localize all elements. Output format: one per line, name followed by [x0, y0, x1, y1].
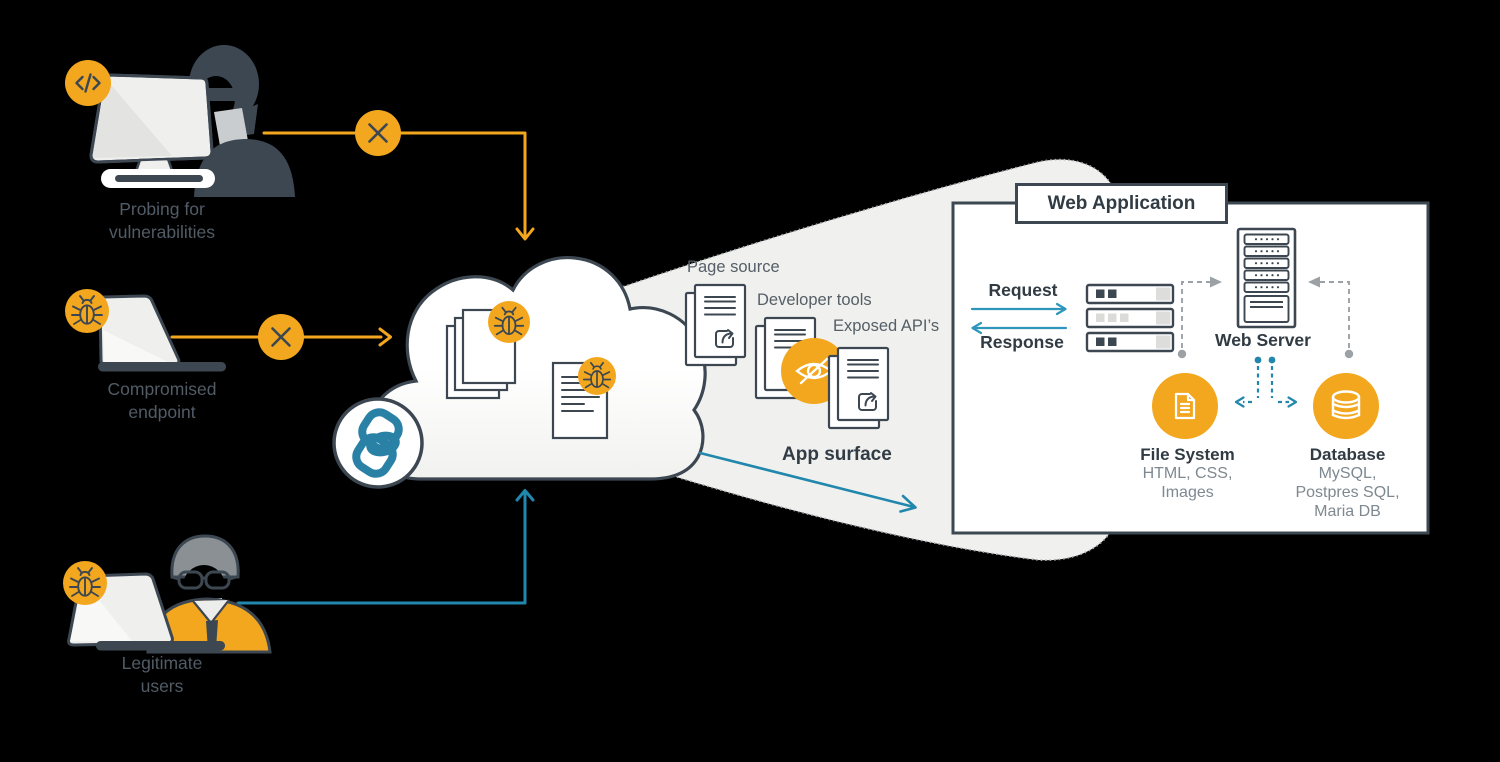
- legitimate-allowed-arrow: [236, 489, 535, 605]
- brand-logo: [332, 397, 424, 489]
- database-node: [1313, 373, 1379, 439]
- cloud: [367, 255, 707, 481]
- cloud-to-app-arrow: [698, 451, 917, 513]
- database-title: Database: [1309, 445, 1386, 464]
- app-surface-label: App surface: [782, 444, 892, 465]
- exposed-apis-label: Exposed API’s: [833, 317, 940, 335]
- response-arrow: [971, 321, 1068, 335]
- attacker-monitor: [89, 73, 215, 188]
- exposed-apis-doc: [829, 348, 888, 428]
- web-application-title-text: Web Application: [1047, 192, 1196, 214]
- code-badge: [65, 60, 111, 106]
- attacker-blocked-arrow: [262, 131, 535, 241]
- web-application-box: [951, 201, 1430, 535]
- blocked-x-badge-mid: [258, 314, 304, 360]
- bug-badge-compromised: [65, 289, 109, 333]
- request-label: Request: [988, 280, 1058, 300]
- bug-badge-cloud-pages: [488, 301, 530, 343]
- web-server-label: Web Server: [1215, 330, 1311, 350]
- database-subtitle: MySQL, Postpres SQL, Maria DB: [1295, 465, 1400, 520]
- dashed-route-left: [1177, 276, 1222, 359]
- file-system-block: File System HTML, CSS, Images: [1125, 444, 1250, 503]
- chain-link-logo: [352, 408, 403, 478]
- compromised-label: Compromised endpoint: [107, 379, 217, 423]
- teal-dashed-split: [1234, 356, 1298, 408]
- file-system-subtitle: HTML, CSS, Images: [1142, 465, 1233, 502]
- web-server-tower: [1236, 227, 1297, 329]
- server-bars: [1085, 283, 1175, 353]
- database-block: Database MySQL, Postpres SQL, Maria DB: [1285, 444, 1410, 522]
- attacker-label: Probing for vulnerabilities: [108, 199, 216, 243]
- bug-badge-legitimate: [63, 561, 107, 605]
- bug-badge-cloud-doc: [578, 357, 616, 395]
- legitimate-label: Legitimate users: [121, 653, 203, 697]
- developer-tools-label: Developer tools: [757, 291, 872, 309]
- file-system-node: [1152, 373, 1218, 439]
- response-label: Response: [980, 332, 1064, 352]
- web-application-title: Web Application: [1015, 183, 1228, 224]
- glasses-icon: [171, 570, 237, 590]
- blocked-x-badge-top: [355, 110, 401, 156]
- request-arrow: [970, 302, 1067, 316]
- page-source-doc: [686, 285, 745, 365]
- legitimate-user-figure: [146, 534, 272, 654]
- compromised-laptop: [98, 294, 226, 372]
- file-system-title: File System: [1140, 445, 1235, 464]
- dashed-route-right: [1308, 276, 1354, 359]
- page-source-label: Page source: [687, 258, 780, 276]
